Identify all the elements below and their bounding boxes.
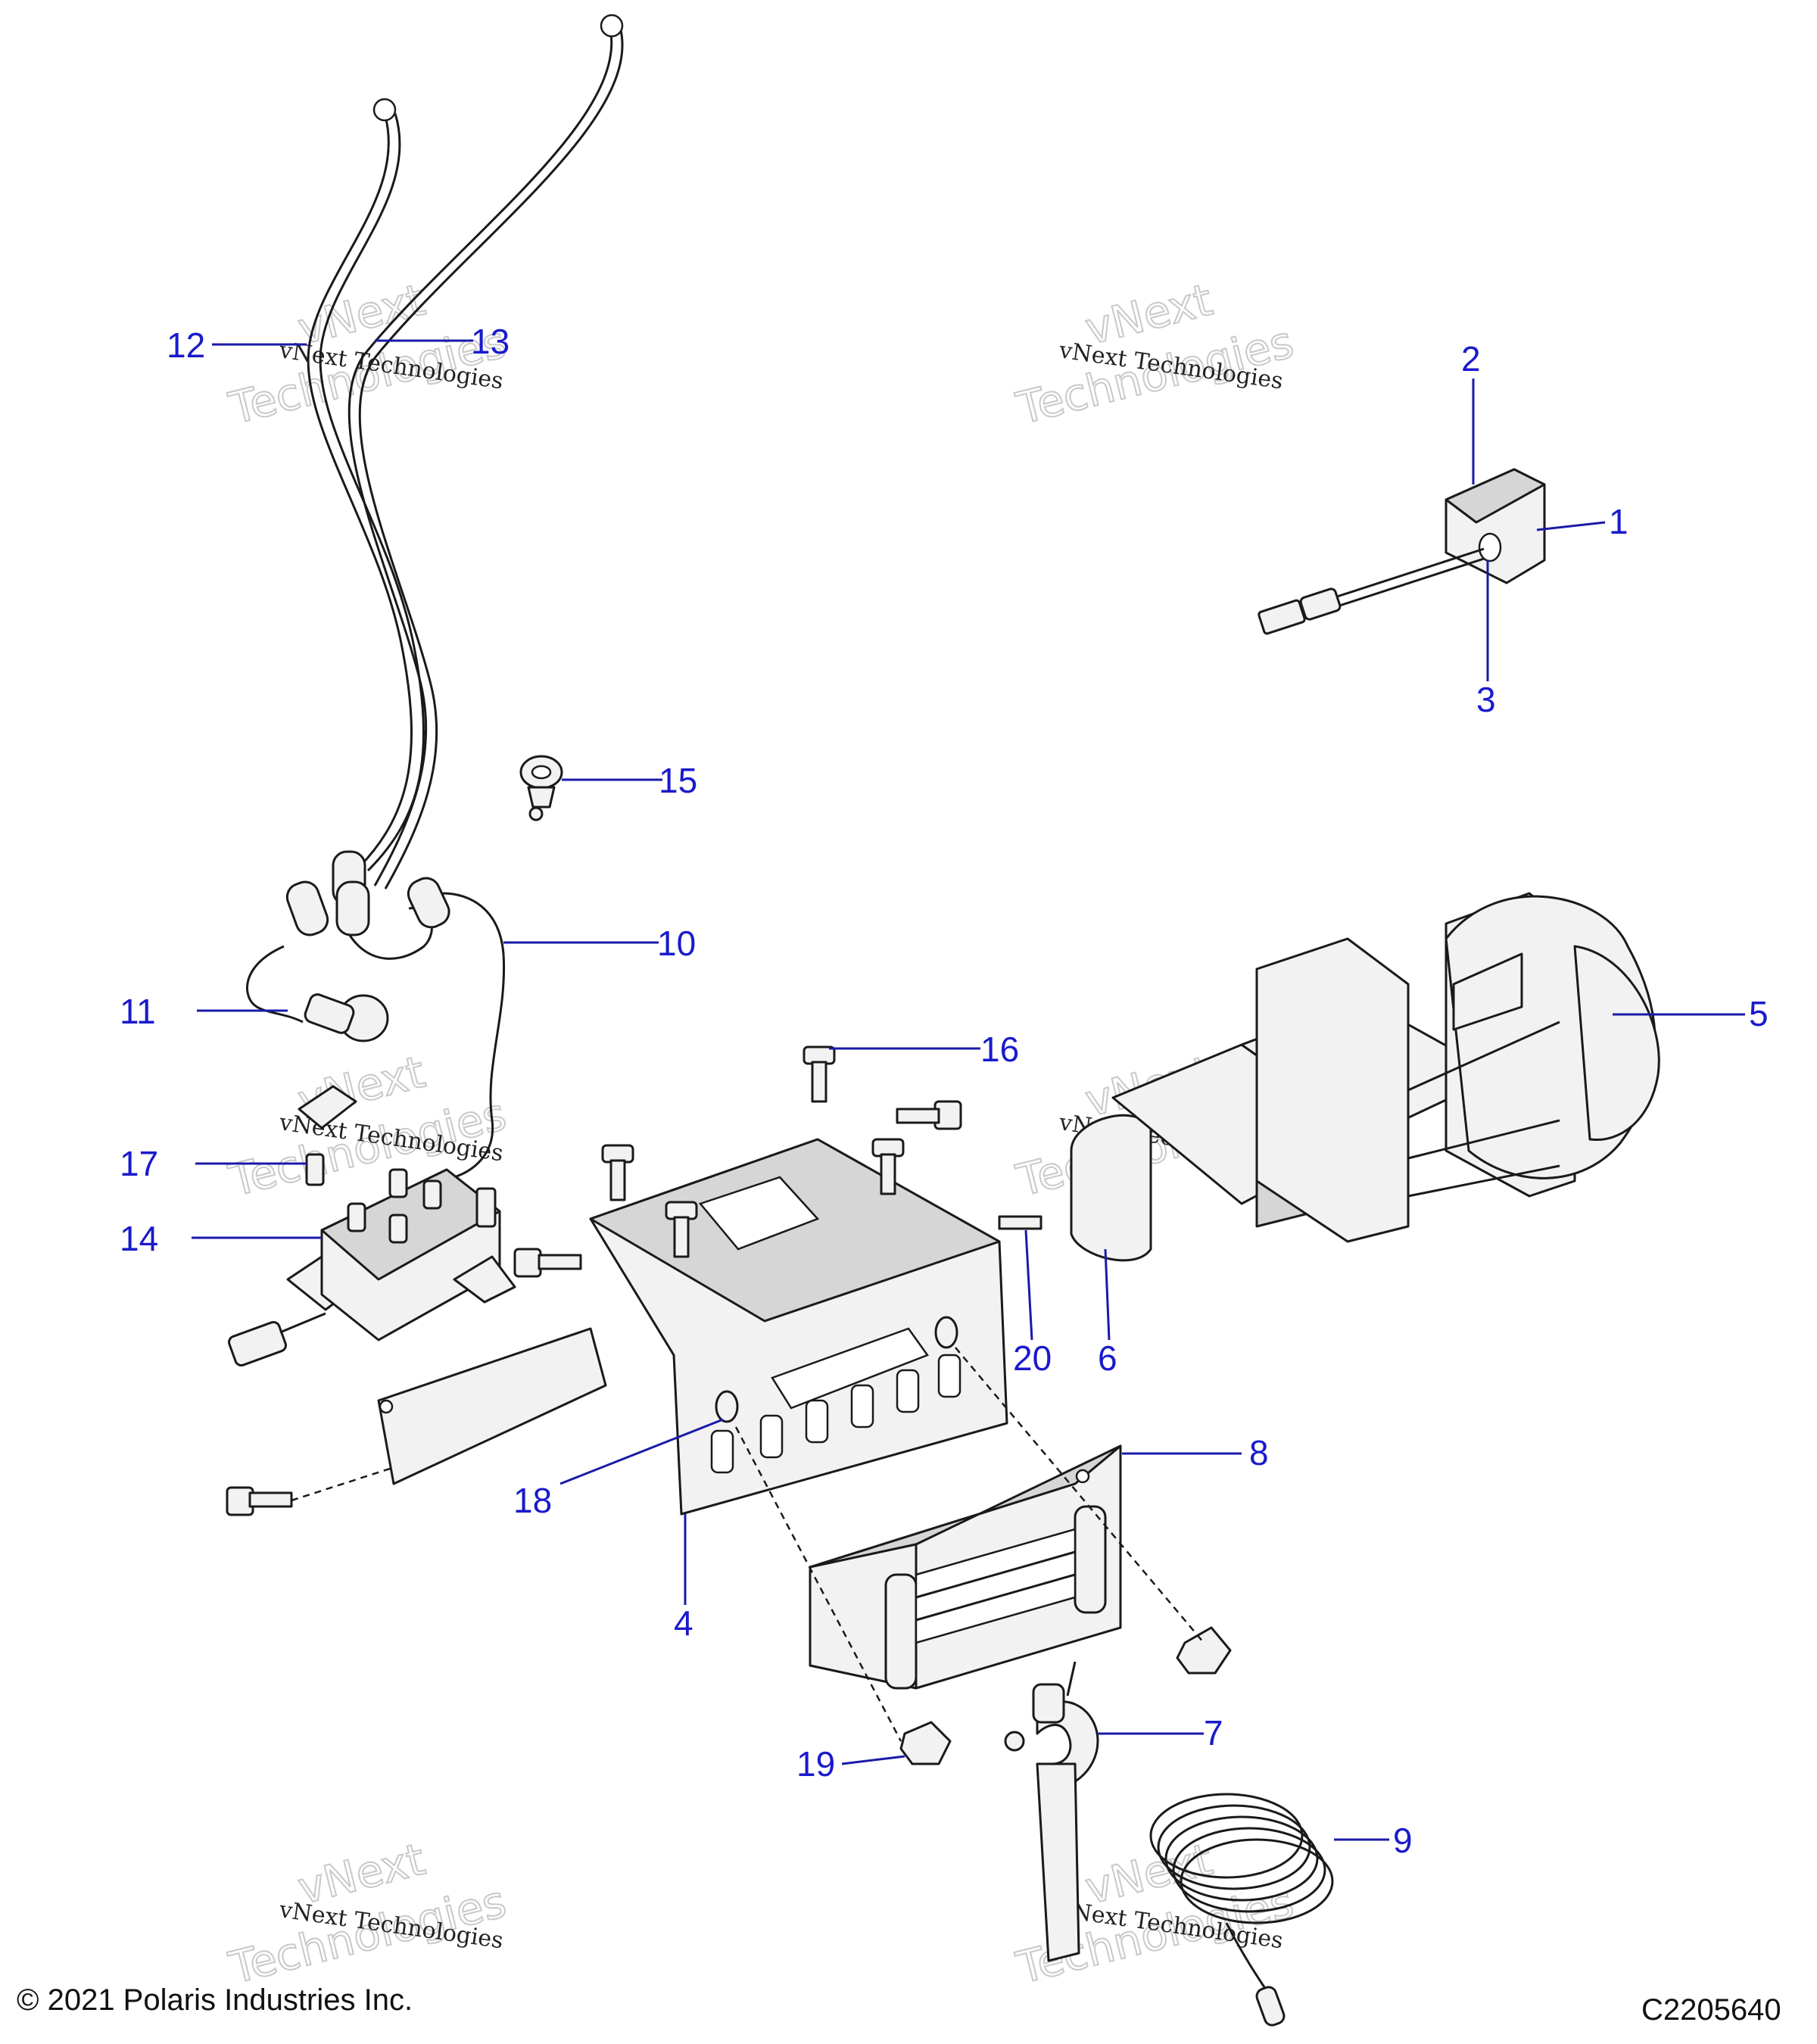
terminal-boot xyxy=(304,993,355,1034)
callout-16: 16 xyxy=(980,1030,1019,1069)
terminal-boot xyxy=(407,877,450,929)
battery-cables xyxy=(307,14,624,890)
winch-switch-part xyxy=(1258,468,1546,635)
alignment-lines xyxy=(291,1347,1205,1742)
stud-20 xyxy=(998,1215,1043,1230)
remote-cord-part xyxy=(1149,1793,1334,2027)
watermark-top-left: vNext Technologies vNext Technologies xyxy=(223,273,512,435)
leader-20 xyxy=(1024,1229,1033,1341)
callout-3: 3 xyxy=(1476,680,1496,719)
leader-18 xyxy=(559,1418,724,1485)
watermark-mid-left: vNext Technologies vNext Technologies xyxy=(223,1045,512,1207)
leader-6 xyxy=(1104,1248,1111,1341)
screw xyxy=(475,1187,497,1228)
callout-13: 13 xyxy=(471,322,510,361)
leader-1 xyxy=(1536,521,1606,531)
terminal-stud xyxy=(347,1202,366,1232)
terminal-stud xyxy=(422,1179,442,1210)
bolts xyxy=(226,1045,1043,1516)
callout-17: 17 xyxy=(120,1144,158,1183)
callout-9: 9 xyxy=(1393,1821,1413,1860)
drawing-number: C2205640 xyxy=(1641,1993,1781,2027)
callout-7: 7 xyxy=(1204,1713,1223,1753)
stud xyxy=(715,1390,739,1423)
callout-14: 14 xyxy=(120,1219,158,1258)
mounting-plate-part xyxy=(377,1138,1008,1516)
terminal-stud xyxy=(388,1214,408,1244)
terminal-stud xyxy=(388,1168,408,1198)
hook-strap-part xyxy=(1004,1661,1099,1962)
contactor-part xyxy=(228,1085,516,1367)
callout-15: 15 xyxy=(659,761,697,800)
callout-6: 6 xyxy=(1098,1338,1117,1378)
callout-8: 8 xyxy=(1249,1433,1269,1472)
callout-2: 2 xyxy=(1461,339,1481,379)
winch-harness xyxy=(246,850,506,1179)
watermark-bottom-left: vNext Technologies vNext Technologies xyxy=(223,1833,512,1995)
callout-20: 20 xyxy=(1013,1338,1052,1378)
leader-lines xyxy=(192,339,1745,1841)
ring-terminal-icon xyxy=(372,98,397,122)
clip-nut-part xyxy=(519,755,563,821)
callout-labels: 1 2 3 4 5 6 7 8 9 10 11 12 13 14 15 16 1… xyxy=(120,322,1769,1860)
screw xyxy=(305,1153,325,1186)
callout-4: 4 xyxy=(674,1603,693,1643)
fairlead-part xyxy=(809,1444,1122,1690)
terminal-boot xyxy=(285,880,329,936)
callout-10: 10 xyxy=(657,924,696,963)
terminal-boot xyxy=(335,880,370,936)
connector-plug xyxy=(1255,1986,1286,2027)
flange-nuts xyxy=(899,1626,1232,1765)
footer: © 2021 Polaris Industries Inc. C2205640 xyxy=(17,1983,1781,2027)
callout-11: 11 xyxy=(120,992,156,1031)
callout-19: 19 xyxy=(796,1744,835,1784)
copyright-text: © 2021 Polaris Industries Inc. xyxy=(17,1983,413,2017)
connector-plug xyxy=(1258,599,1306,635)
connector-plug xyxy=(228,1320,287,1367)
callout-5: 5 xyxy=(1749,994,1769,1033)
callout-12: 12 xyxy=(167,326,205,365)
watermark-top-right: vNext Technologies vNext Technologies xyxy=(1011,273,1299,435)
callout-18: 18 xyxy=(513,1481,552,1520)
winch-part xyxy=(1070,892,1660,1262)
stud xyxy=(934,1316,958,1349)
ring-terminal-icon xyxy=(600,14,624,38)
callout-1: 1 xyxy=(1609,502,1628,541)
leader-19 xyxy=(841,1755,905,1765)
